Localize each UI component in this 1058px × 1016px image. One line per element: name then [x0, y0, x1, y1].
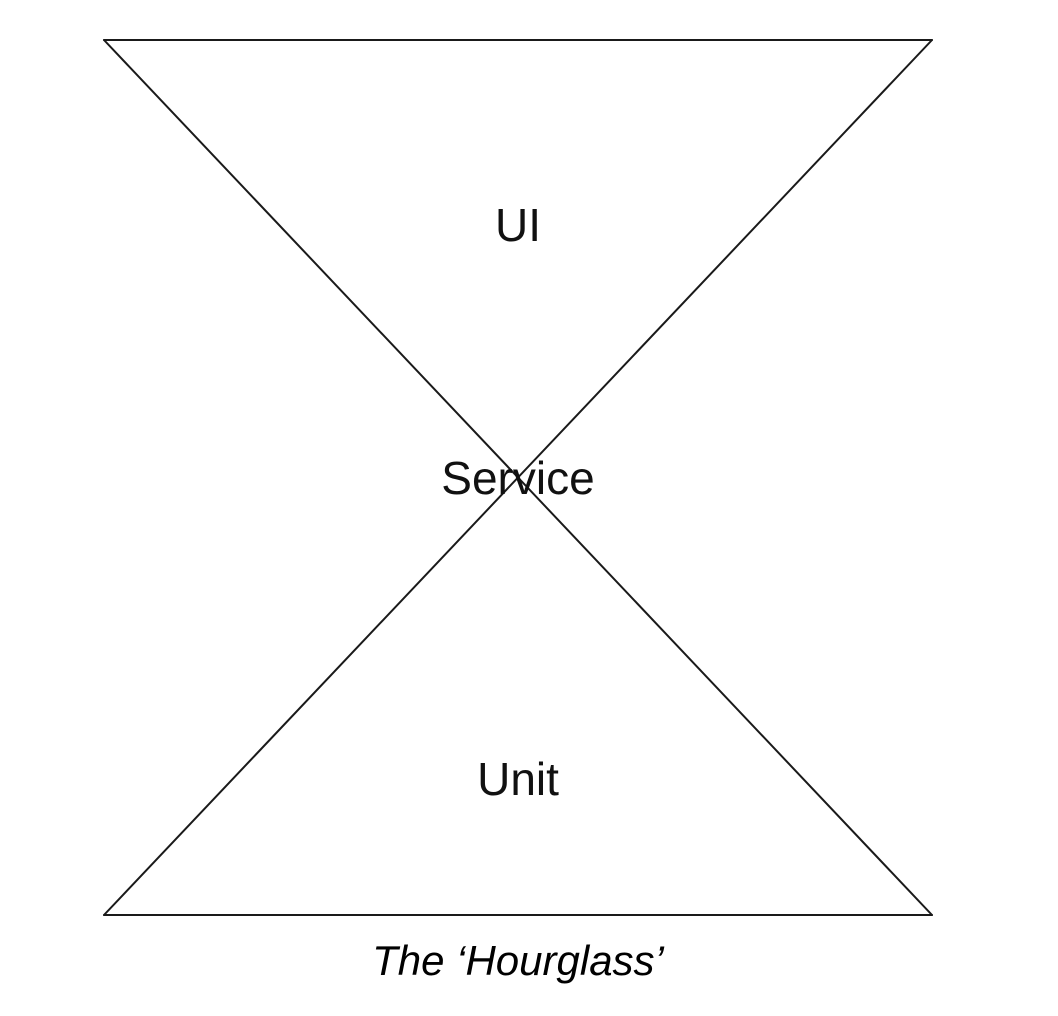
layer-label-service: Service [441, 452, 594, 504]
figure-caption: The ‘Hourglass’ [372, 937, 664, 984]
layer-label-unit: Unit [477, 753, 559, 805]
diagonal-top-right-to-bottom-left [103, 39, 933, 916]
layer-label-ui: UI [495, 199, 541, 251]
